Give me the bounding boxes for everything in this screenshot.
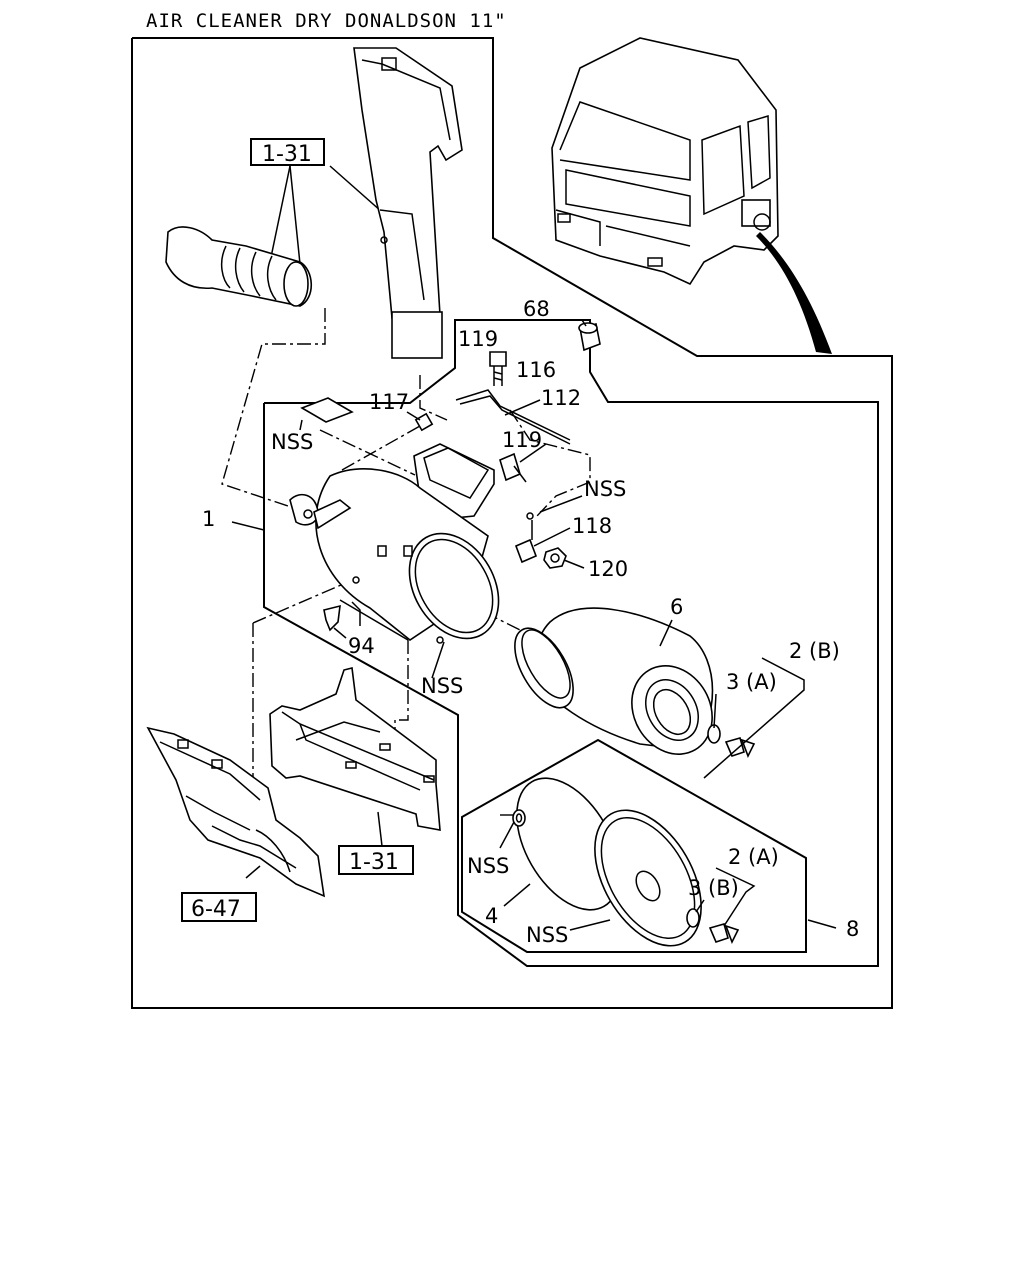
cap-68 (578, 322, 601, 352)
wing-nut-2b (724, 737, 756, 758)
svg-text:6-47: 6-47 (191, 897, 241, 922)
truck-cab-locator (551, 37, 832, 354)
label-118: 118 (572, 514, 612, 538)
label-3a: 3 (A) (726, 670, 777, 694)
bolt-119-top (489, 351, 507, 386)
nut-120 (543, 547, 567, 569)
svg-text:1-31: 1-31 (349, 850, 399, 875)
air-cleaner-housing (289, 468, 500, 644)
rod-112 (455, 389, 571, 445)
primary-filter-element-6 (514, 607, 714, 755)
label-68: 68 (523, 297, 550, 321)
clip-94 (323, 604, 341, 632)
frame-bracket (269, 667, 441, 831)
label-119-mid: 119 (502, 428, 542, 452)
intake-elbow-hose (165, 226, 313, 307)
label-2b: 2 (B) (789, 639, 840, 663)
label-8: 8 (846, 917, 859, 941)
label-2a: 2 (A) (728, 845, 779, 869)
label-4: 4 (485, 904, 498, 928)
ref-box-6-47[interactable]: 6-47 (181, 892, 257, 922)
label-1: 1 (202, 507, 215, 531)
svg-text:1-31: 1-31 (262, 142, 312, 167)
nss-pad-top (300, 397, 354, 423)
snorkel-duct (353, 47, 463, 359)
diagram-title: AIR CLEANER DRY DONALDSON 11" (146, 10, 507, 32)
inner-frame (263, 319, 879, 967)
label-117: 117 (369, 390, 409, 414)
element-box (461, 738, 807, 953)
label-nss-element: NSS (467, 854, 509, 878)
label-120: 120 (588, 557, 628, 581)
label-nss-right: NSS (584, 477, 626, 501)
nss-washer (512, 809, 526, 827)
cover-assembly (594, 809, 702, 947)
label-3b: 3 (B) (688, 876, 739, 900)
label-119-top: 119 (458, 327, 498, 351)
label-6: 6 (670, 595, 683, 619)
clamp-118 (514, 512, 538, 564)
label-94: 94 (348, 634, 375, 658)
ref-box-1-31-top[interactable]: 1-31 (250, 138, 325, 167)
label-nss-cover: NSS (526, 923, 568, 947)
label-nss-top: NSS (271, 430, 313, 454)
plug-117 (414, 412, 434, 432)
ref-box-1-31-bottom[interactable]: 1-31 (338, 845, 414, 875)
label-112: 112 (541, 386, 581, 410)
fender-panel (146, 726, 326, 898)
washer-3b (686, 908, 700, 928)
outer-frame (131, 37, 893, 1009)
wing-nut-2a (708, 923, 740, 944)
label-nss-mid: NSS (421, 674, 463, 698)
label-116: 116 (516, 358, 556, 382)
bolt-119-mid (499, 452, 527, 483)
